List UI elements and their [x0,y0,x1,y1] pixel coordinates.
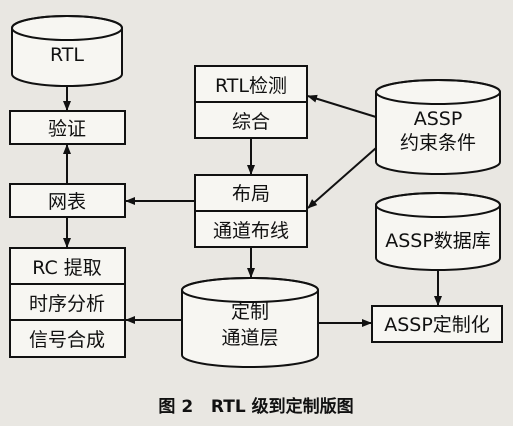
asic-db-label: ASSP数据库 [385,230,491,252]
synthesis-label: 综合 [232,111,270,133]
analysis-stack: RC 提取 时序分析 信号合成 [9,247,126,358]
netlist-box: 网表 [9,183,126,218]
constraints-label-2: 约束条件 [400,132,476,154]
arrow-constraints-layout [307,147,377,209]
rtl-label: RTL [50,44,84,66]
rtl-check-box: RTL检测 综合 [194,65,308,139]
signal-label: 信号合成 [29,329,105,351]
layout-label: 布局 [232,183,270,205]
timing-label: 时序分析 [29,293,105,315]
figure-caption: 图 2 RTL 级到定制版图 [158,396,353,417]
rtl-check-label: RTL检测 [215,75,287,97]
custom-layer-label-1: 定制 [231,301,269,323]
arrow-constraints-rtlcheck [307,94,377,118]
rc-extract-label: RC 提取 [32,257,102,279]
asic-custom-box: ASSP定制化 [371,305,503,343]
asic-custom-label: ASSP定制化 [384,314,490,336]
layout-box: 布局 通道布线 [194,174,308,248]
routing-label: 通道布线 [213,220,289,242]
verify-box: 验证 [9,110,126,145]
constraints-label-1: ASSP [414,108,463,130]
rtl-cylinder: RTL [11,15,123,87]
constraints-cylinder: ASSP 约束条件 [375,79,501,175]
custom-layer-label-2: 通道层 [221,327,278,349]
asic-db-cylinder: ASSP数据库 [375,192,501,271]
netlist-label: 网表 [48,191,86,213]
verify-label: 验证 [48,118,86,140]
custom-layer-cylinder: 定制 通道层 [181,277,319,368]
